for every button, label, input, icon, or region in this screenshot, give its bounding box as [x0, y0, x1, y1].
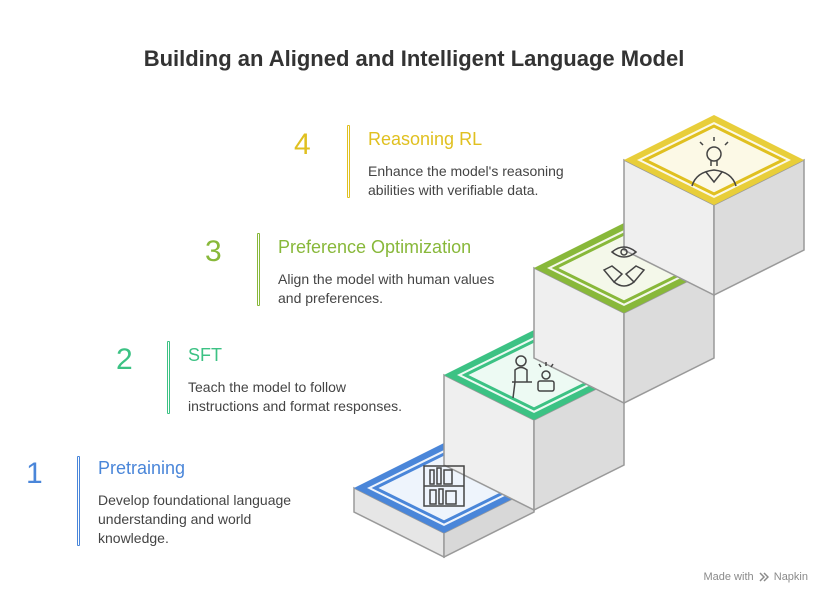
step-bar — [77, 456, 80, 546]
step-heading: Preference Optimization — [278, 237, 472, 257]
step-heading: SFT — [188, 345, 222, 365]
diagram-title: Building an Aligned and Intelligent Lang… — [143, 46, 685, 71]
step-heading: Pretraining — [98, 458, 186, 478]
step-number: 4 — [294, 128, 311, 161]
stair-step-4 — [624, 115, 804, 205]
step-bar — [257, 233, 260, 306]
step-bar — [167, 341, 170, 414]
step-number: 3 — [205, 235, 222, 268]
step-bar — [347, 125, 350, 198]
handshake-eye-icon — [602, 246, 646, 287]
step-number: 1 — [26, 457, 43, 490]
step-heading: Reasoning RL — [368, 129, 483, 149]
step-description: Enhance the model's reasoning abilities … — [368, 163, 564, 198]
napkin-credit: Made with Napkin — [703, 571, 808, 584]
teacher-student-icon — [512, 355, 555, 399]
lightbulb-person-icon — [691, 137, 737, 187]
bookshelf-icon — [423, 465, 465, 507]
step-description: Develop foundational language understand… — [98, 492, 292, 546]
step-description: Align the model with human values and pr… — [278, 271, 495, 306]
step-description: Teach the model to follow instructions a… — [188, 379, 402, 414]
step-number: 2 — [116, 343, 133, 376]
napkin-logo-icon — [759, 572, 769, 582]
